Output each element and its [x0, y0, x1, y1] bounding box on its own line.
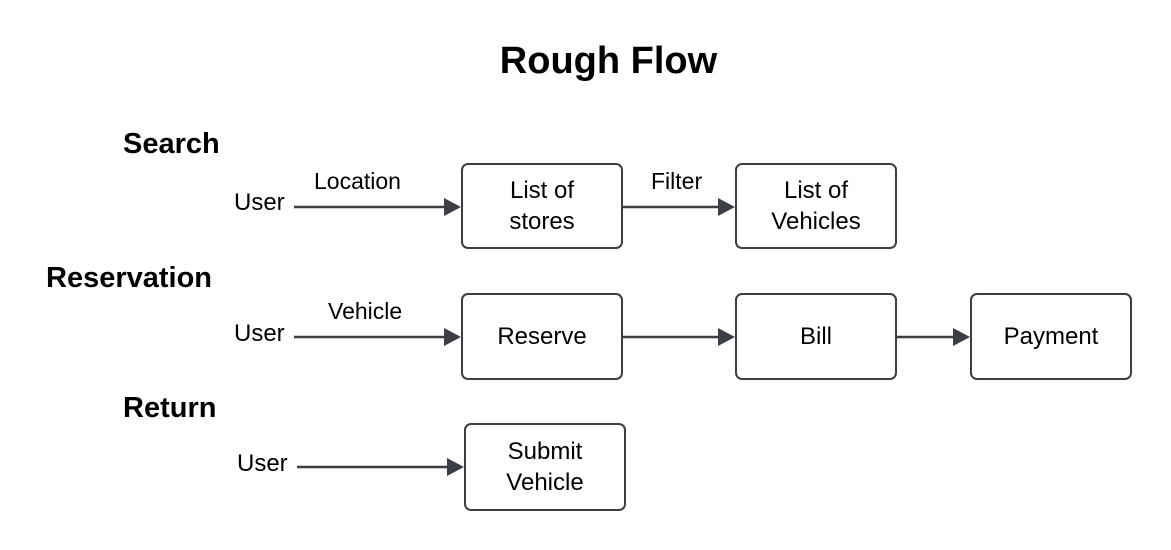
- box-submit-vehicle: Submit Vehicle: [464, 423, 626, 511]
- box-list-of-vehicles: List of Vehicles: [735, 163, 897, 249]
- box-payment: Payment: [970, 293, 1132, 380]
- arrow-stores-to-vehicles: [623, 198, 735, 216]
- box-label: List of stores: [509, 177, 575, 235]
- edge-label-filter: Filter: [651, 168, 703, 194]
- section-heading-return: Return: [123, 392, 217, 424]
- edge-label-location: Location: [314, 168, 401, 194]
- arrow-user-to-reserve: [294, 328, 461, 346]
- arrow-user-to-submit: [297, 458, 464, 476]
- arrow-user-to-stores: [294, 198, 461, 216]
- box-label: List of Vehicles: [771, 177, 861, 235]
- arrow-bill-to-payment: [897, 328, 970, 346]
- section-heading-reservation: Reservation: [46, 262, 213, 294]
- box-reserve: Reserve: [461, 293, 623, 380]
- box-label: Payment: [1003, 323, 1099, 350]
- edge-label-vehicle: Vehicle: [328, 298, 403, 324]
- box-bill: Bill: [735, 293, 897, 380]
- box-list-of-stores: List of stores: [461, 163, 623, 249]
- diagram-title: Rough Flow: [499, 40, 718, 82]
- arrow-reserve-to-bill: [623, 328, 735, 346]
- actor-user-return: User: [237, 450, 288, 477]
- box-label: Bill: [799, 323, 832, 350]
- section-heading-search: Search: [123, 128, 220, 160]
- box-label: Submit Vehicle: [506, 438, 584, 496]
- box-label: Reserve: [497, 323, 587, 350]
- actor-user-reservation: User: [234, 320, 285, 347]
- actor-user-search: User: [234, 189, 285, 216]
